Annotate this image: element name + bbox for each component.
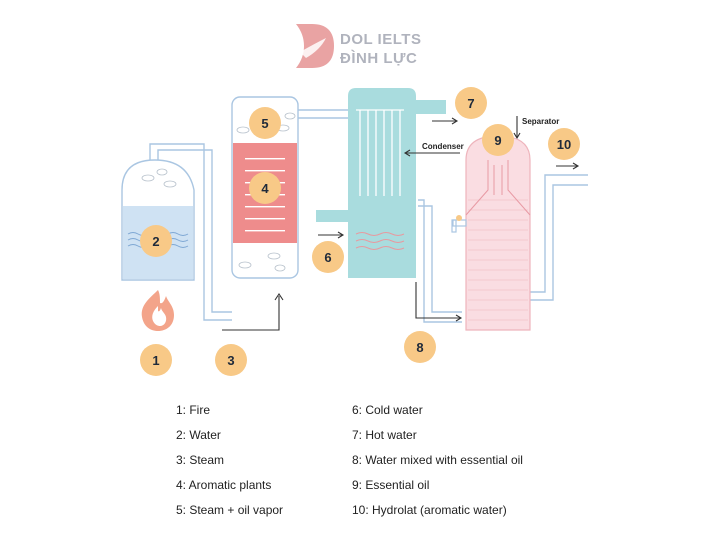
marker-9: 9: [482, 124, 514, 156]
legend-right: 6: Cold water 7: Hot water 8: Water mixe…: [352, 402, 523, 527]
condenser-label: Condenser: [422, 142, 464, 151]
separator-lines: [468, 199, 528, 321]
marker-1: 1: [140, 344, 172, 376]
marker-5: 5: [249, 107, 281, 139]
hydrolat-pipe-inner: [530, 184, 588, 301]
condenser: [316, 88, 446, 278]
marker-3: 3: [215, 344, 247, 376]
steam-pipe-inner: [157, 149, 232, 313]
separator-label: Separator: [522, 117, 560, 126]
brand: DOL IELTS ĐÌNH LỰC: [340, 26, 421, 72]
separator-inlet-arrow: [415, 282, 463, 322]
marker-10: 10: [548, 128, 580, 160]
chamber-clouds: [236, 112, 296, 272]
separator-pointer-arrow: [513, 116, 521, 140]
boiler: [121, 159, 195, 281]
steam-pipe-outer: [149, 143, 232, 321]
separator-tap: [451, 215, 467, 233]
separator-funnel: [465, 160, 531, 216]
condenser-cold-water-waves: [355, 232, 405, 250]
legend-item: 5: Steam + oil vapor: [176, 503, 284, 517]
pipes: [149, 109, 588, 323]
boiler-steam-clouds: [141, 168, 177, 188]
condenser-body: [316, 88, 446, 278]
legend-item: 3: Steam: [176, 453, 225, 467]
brand-line-2: ĐÌNH LỰC: [340, 50, 418, 67]
marker-8: 8: [404, 331, 436, 363]
legend-item: 1: Fire: [176, 403, 211, 417]
outlet-pipe-inner: [418, 205, 462, 313]
brand-line-1: DOL IELTS: [340, 31, 422, 48]
marker-2: 2: [140, 225, 172, 257]
brand-text: DOL IELTS ĐÌNH LỰC: [340, 30, 421, 68]
marker-6: 6: [312, 241, 344, 273]
hot-water-arrow: [432, 117, 459, 125]
legend-item: 9: Essential oil: [352, 478, 430, 492]
separator: [451, 135, 531, 331]
dolphin-d-logo: [296, 24, 334, 68]
outlet-pipe-outer: [418, 199, 462, 323]
hydrolat-pipe-outer: [530, 174, 588, 293]
legend-item: 4: Aromatic plants: [176, 478, 272, 492]
legend-left: 1: Fire 2: Water 3: Steam 4: Aromatic pl…: [176, 402, 283, 527]
marker-4: 4: [249, 172, 281, 204]
steam-inlet-arrow: [222, 293, 284, 331]
legend-item: 10: Hydrolat (aromatic water): [352, 503, 507, 517]
cold-water-arrow: [318, 231, 345, 239]
legend-item: 2: Water: [176, 428, 221, 442]
condenser-coils: [356, 109, 404, 196]
fire-icon: [141, 290, 174, 331]
condenser-pointer-arrow: [403, 149, 460, 157]
marker-7: 7: [455, 87, 487, 119]
legend-item: 8: Water mixed with essential oil: [352, 453, 523, 467]
legend-item: 7: Hot water: [352, 428, 417, 442]
separator-body: [465, 135, 531, 331]
legend-item: 6: Cold water: [352, 403, 423, 417]
hydrolat-arrow: [556, 162, 580, 170]
